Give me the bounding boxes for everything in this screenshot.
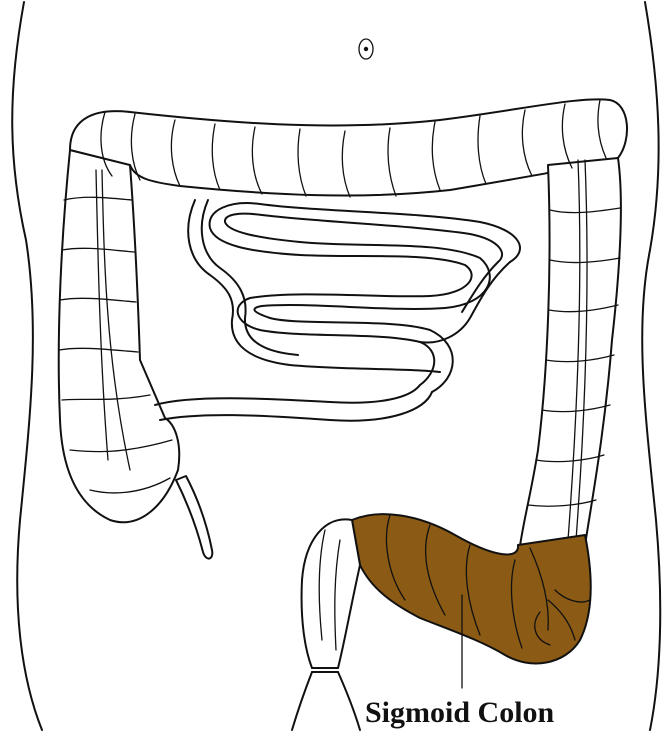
transverse-colon <box>70 99 627 195</box>
navel-icon <box>359 39 373 59</box>
descending-colon <box>518 158 621 560</box>
large-intestine <box>59 99 627 560</box>
small-intestine <box>155 200 520 421</box>
appendix <box>176 476 212 559</box>
rectum <box>292 519 360 730</box>
ascending-colon <box>59 150 180 522</box>
sigmoid-colon-label: Sigmoid Colon <box>365 696 555 729</box>
